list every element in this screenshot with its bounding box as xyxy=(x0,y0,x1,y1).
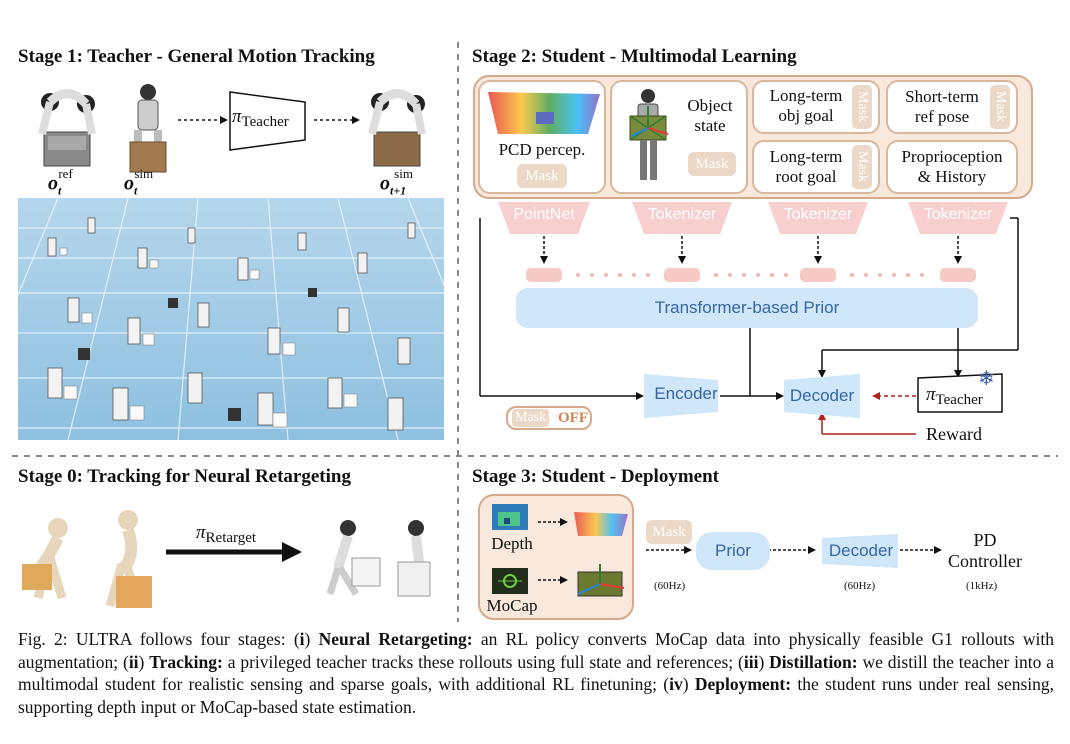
mocap-icon xyxy=(492,568,528,594)
snowflake-icon: ❄ xyxy=(978,368,995,390)
mask-off-mask: Mask xyxy=(512,409,550,427)
transformer-prior-block: Transformer-based Prior xyxy=(516,288,978,328)
o-next-label: ot+1sim xyxy=(380,166,413,198)
pcd-box: PCD percep. Mask xyxy=(478,80,606,194)
long-term-root-goal-box: Long-term root goal Mask xyxy=(752,140,880,194)
mocap-label: MoCap xyxy=(486,596,538,615)
humanoid-robot-icon xyxy=(129,84,167,173)
robot-arm-icon xyxy=(368,89,426,167)
mask-off-badge: Mask OFF xyxy=(506,406,592,430)
o-sim-label: otsim xyxy=(124,166,154,198)
long-term-obj-goal-box: Long-term obj goal Mask xyxy=(752,80,880,134)
teacher-policy-label: πTeacher xyxy=(232,106,289,130)
hz-pd: (1kHz) xyxy=(966,580,998,592)
hz-decoder: (60Hz) xyxy=(844,580,876,592)
tokenizer-label-2: Tokenizer xyxy=(783,206,853,223)
sensing-panel: Depth MoCap xyxy=(478,494,634,620)
object-state-label: Object state xyxy=(687,96,733,135)
simulation-grid-image xyxy=(18,198,444,440)
short-ref-label: Short-term ref pose xyxy=(905,87,979,126)
stage2-architecture xyxy=(479,202,1019,435)
mocap-pipeline xyxy=(538,564,625,597)
short-ref-mask: Mask xyxy=(990,85,1010,129)
encoder-label: Encoder xyxy=(654,384,718,403)
deploy-decoder-label: Decoder xyxy=(828,541,894,560)
proprioception-box: Proprioception & History xyxy=(886,140,1018,194)
pointnet-label: PointNet xyxy=(513,206,575,223)
long-root-label: Long-term root goal xyxy=(769,147,843,186)
stage0-figures xyxy=(22,510,431,608)
o-ref-label: otref xyxy=(48,166,73,198)
humanoid-with-box-icon xyxy=(629,89,669,180)
point-cloud-image xyxy=(488,92,600,134)
pcd-label: PCD percep. xyxy=(498,140,586,159)
stage1-title: Stage 1: Teacher - General Motion Tracki… xyxy=(18,46,375,67)
deploy-pipeline-arrows xyxy=(646,534,942,568)
short-term-ref-pose-box: Short-term ref pose Mask xyxy=(886,80,1018,134)
long-root-mask: Mask xyxy=(852,145,872,189)
pcd-mask-chip: Mask xyxy=(517,164,567,188)
mocap-mannequin-icon xyxy=(22,510,152,608)
tokenizer-label-3: Tokenizer xyxy=(923,206,993,223)
teacher-frozen-label: πTeacher xyxy=(926,384,983,408)
decoder-label: Decoder xyxy=(789,386,855,405)
retarget-policy-label: πRetarget xyxy=(196,522,257,546)
stage2-title: Stage 2: Student - Multimodal Learning xyxy=(472,46,797,67)
stage0-title: Stage 0: Tracking for Neural Retargeting xyxy=(18,466,351,487)
depth-pipeline xyxy=(538,512,628,536)
mask-off-text: OFF xyxy=(558,410,588,426)
long-obj-label: Long-term obj goal xyxy=(769,86,843,125)
stage1-robot-figures xyxy=(38,84,426,173)
deploy-prior-block: Prior xyxy=(696,532,770,570)
deploy-mask-chip: Mask xyxy=(646,520,692,544)
simulated-robot-icon xyxy=(326,520,431,597)
hz-prior: (60Hz) xyxy=(654,580,686,592)
depth-label: Depth xyxy=(491,534,533,553)
figure-caption: Fig. 2: ULTRA follows four stages: (i) N… xyxy=(18,629,1055,717)
tokenizer-label-1: Tokenizer xyxy=(647,206,717,223)
object-state-box: Object state Mask xyxy=(610,80,748,194)
depth-image-icon xyxy=(492,504,528,530)
pd-controller-label: PD Controller xyxy=(948,530,1022,571)
reward-label: Reward xyxy=(926,424,982,444)
proprio-label: Proprioception & History xyxy=(901,147,1003,186)
stage3-title: Stage 3: Student - Deployment xyxy=(472,466,719,487)
long-obj-mask: Mask xyxy=(852,85,872,129)
object-mask-chip: Mask xyxy=(688,152,736,176)
robot-arm-icon xyxy=(38,89,96,167)
